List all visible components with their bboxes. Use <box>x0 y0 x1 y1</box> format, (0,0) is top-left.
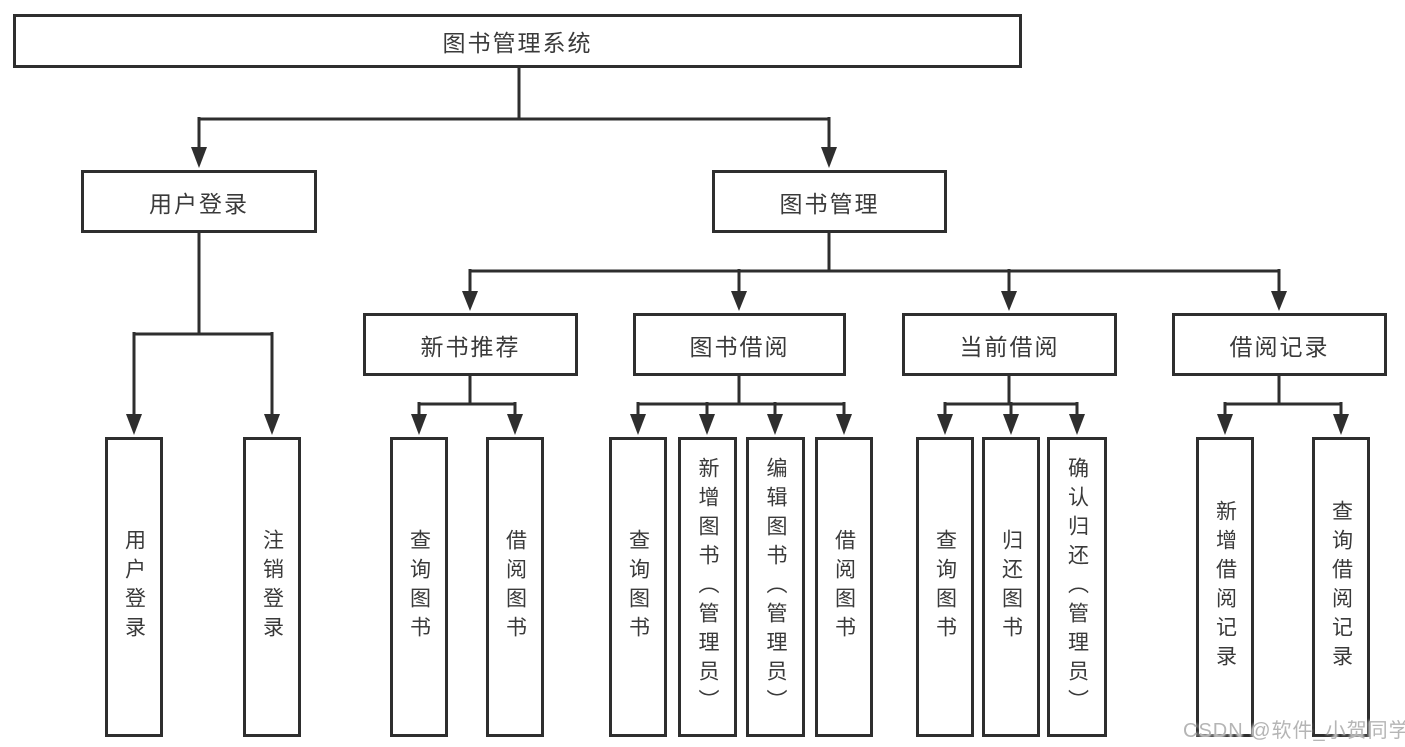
leaf-query-books-current-label: 查询图书 <box>933 529 957 645</box>
leaf-return-books-label: 归还图书 <box>999 529 1023 645</box>
leaf-borrow-books-label: 借阅图书 <box>832 529 856 645</box>
watermark: CSDN @软件_小贺同学 <box>1183 720 1405 742</box>
leaf-logout: 注销登录 <box>243 437 301 737</box>
connector-book-management-children <box>462 233 1287 311</box>
connector-current-borrow-children <box>937 376 1085 435</box>
connector-book-borrow-children <box>630 376 852 435</box>
leaf-query-borrow-record-label: 查询借阅记录 <box>1329 500 1353 674</box>
leaf-edit-books-admin: 编辑图书（管理员） <box>746 437 805 737</box>
node-library-system: 图书管理系统 <box>13 14 1022 68</box>
leaf-confirm-return-admin-label: 确认归还（管理员） <box>1065 456 1089 718</box>
node-book-borrow: 图书借阅 <box>633 313 846 376</box>
leaf-add-books-admin: 新增图书（管理员） <box>678 437 737 737</box>
leaf-query-books-borrow: 查询图书 <box>609 437 667 737</box>
leaf-add-borrow-record-label: 新增借阅记录 <box>1213 500 1237 674</box>
leaf-query-books-borrow-label: 查询图书 <box>626 529 650 645</box>
leaf-borrow-books-recommend-label: 借阅图书 <box>503 529 527 645</box>
leaf-add-books-admin-label: 新增图书（管理员） <box>696 456 719 718</box>
node-new-book-recommend: 新书推荐 <box>363 313 578 376</box>
connector-borrow-records-children <box>1217 376 1349 435</box>
node-current-borrow: 当前借阅 <box>902 313 1117 376</box>
node-book-management: 图书管理 <box>712 170 947 233</box>
node-user-login: 用户登录 <box>81 170 317 233</box>
leaf-confirm-return-admin: 确认归还（管理员） <box>1047 437 1107 737</box>
leaf-add-borrow-record: 新增借阅记录 <box>1196 437 1254 737</box>
leaf-logout-label: 注销登录 <box>260 529 284 645</box>
leaf-user-login: 用户登录 <box>105 437 163 737</box>
connector-root-to-level2 <box>191 68 837 168</box>
leaf-borrow-books: 借阅图书 <box>815 437 873 737</box>
leaf-query-books-recommend: 查询图书 <box>390 437 448 737</box>
connector-user-login-children <box>126 233 280 435</box>
node-borrow-records: 借阅记录 <box>1172 313 1387 376</box>
leaf-borrow-books-recommend: 借阅图书 <box>486 437 544 737</box>
leaf-edit-books-admin-label: 编辑图书（管理员） <box>764 456 787 718</box>
leaf-query-books-current: 查询图书 <box>916 437 974 737</box>
connector-new-book-children <box>411 376 523 435</box>
leaf-query-books-recommend-label: 查询图书 <box>407 529 431 645</box>
leaf-query-borrow-record: 查询借阅记录 <box>1312 437 1370 737</box>
leaf-return-books: 归还图书 <box>982 437 1040 737</box>
leaf-user-login-label: 用户登录 <box>122 529 146 645</box>
